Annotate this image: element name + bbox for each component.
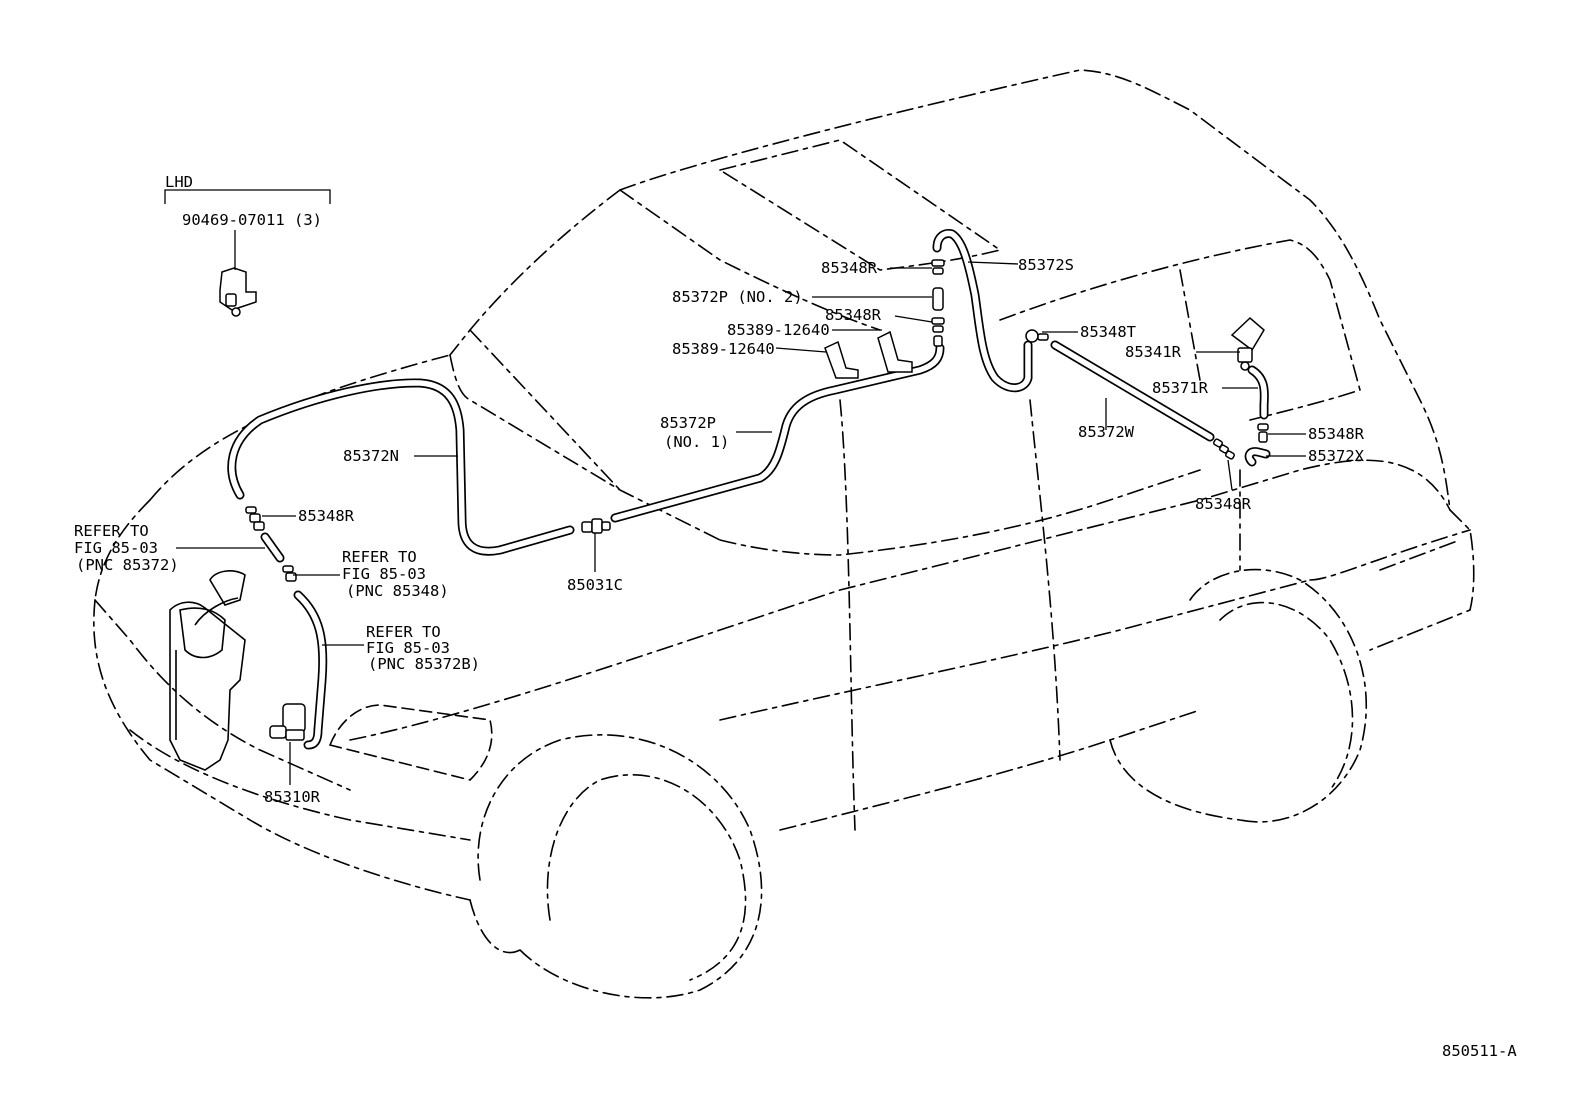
connector-85031C [581, 518, 611, 534]
washer-pump-85310R [269, 703, 306, 741]
label-85372S: 85372S [1018, 256, 1074, 274]
nozzle-85341R [1230, 316, 1265, 371]
label-85372X: 85372X [1308, 447, 1365, 465]
label-85389-b: 85389-12640 [672, 340, 775, 358]
connector-front-lower [282, 565, 297, 582]
label-85372P-no1-line2: (NO. 1) [664, 433, 729, 451]
connector-85348R-c [1257, 423, 1269, 443]
label-ref2-line3: (PNC 85348) [346, 582, 449, 600]
hose-85372S [932, 229, 1033, 393]
connectors [245, 259, 1269, 582]
label-85348T: 85348T [1080, 323, 1136, 341]
figure-code: 850511-A [1442, 1042, 1517, 1060]
part-labels: LHD 90469-07011 (3) 85348R 85372S 85372P… [74, 173, 1517, 1060]
clip-90469 [219, 267, 257, 317]
label-85031C: 85031C [567, 576, 623, 594]
label-85348R-c: 85348R [1308, 425, 1365, 443]
label-90469: 90469-07011 (3) [182, 211, 322, 229]
label-ref2-line1: REFER TO [342, 548, 417, 566]
hose-85372P-no2 [932, 287, 944, 311]
connector-85348R-e [245, 506, 265, 531]
connector-85348R-a [931, 259, 945, 275]
label-ref3-line2: FIG 85-03 [366, 639, 450, 657]
label-85372P-no1-line1: 85372P [660, 414, 716, 432]
label-ref1-line3: (PNC 85372) [76, 556, 179, 574]
label-ref2-line2: FIG 85-03 [342, 565, 426, 583]
label-85372P-no2: 85372P (NO. 2) [672, 288, 803, 306]
label-85372W: 85372W [1078, 423, 1135, 441]
connector-85348T [1025, 329, 1049, 343]
connector-85348R-d [1213, 438, 1235, 460]
label-85348R-b: 85348R [825, 306, 882, 324]
label-85348R-e: 85348R [298, 507, 355, 525]
clamp-85389-b [824, 340, 859, 379]
label-lhd: LHD [165, 173, 193, 191]
vehicle-outline [93, 69, 1475, 999]
label-85371R: 85371R [1152, 379, 1209, 397]
label-85348R-d: 85348R [1195, 495, 1252, 513]
label-ref1-line2: FIG 85-03 [74, 539, 158, 557]
label-ref3-line1: REFER TO [366, 623, 441, 641]
connector-85348R-b [931, 317, 945, 347]
label-85372N: 85372N [343, 447, 399, 465]
label-ref3-line3: (PNC 85372B) [368, 655, 480, 673]
label-ref1-line1: REFER TO [74, 522, 149, 540]
label-85348R-a: 85348R [821, 259, 878, 277]
label-85310R: 85310R [264, 788, 321, 806]
label-85389-a: 85389-12640 [727, 321, 830, 339]
leader-lines [164, 189, 1306, 785]
washer-hoses [227, 229, 1271, 750]
washer-tank [169, 570, 246, 771]
label-85341R: 85341R [1125, 343, 1182, 361]
clamp-85389-a [877, 330, 913, 373]
